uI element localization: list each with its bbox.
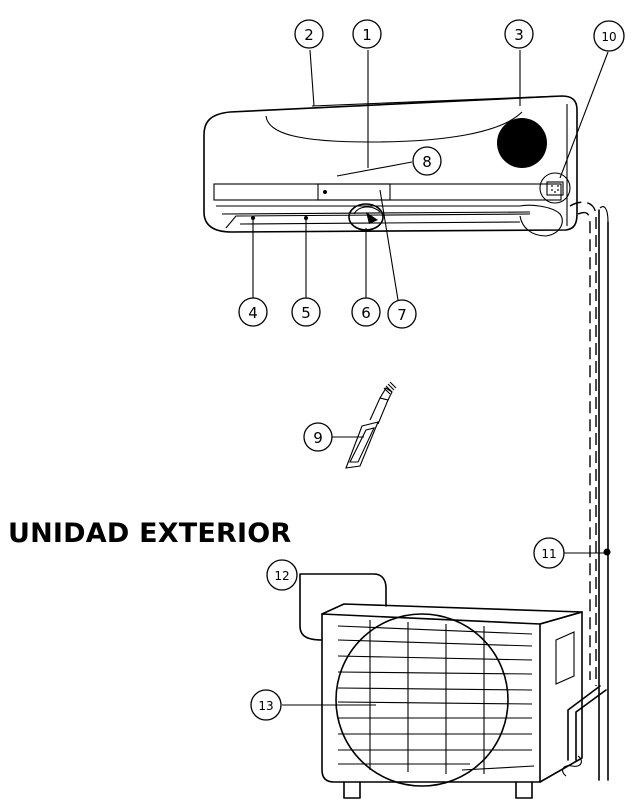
callout-12: 12 bbox=[266, 559, 298, 591]
outdoor-unit bbox=[299, 573, 583, 799]
callout-10-label: 10 bbox=[601, 30, 616, 44]
callout-3: 3 bbox=[504, 19, 534, 49]
callout-8: 8 bbox=[412, 146, 442, 176]
outdoor-unit-heading: UNIDAD EXTERIOR bbox=[8, 518, 292, 549]
callout-4-label: 4 bbox=[248, 304, 258, 322]
pipe bbox=[567, 201, 611, 781]
remote-control bbox=[345, 381, 397, 469]
callout-11-label: 11 bbox=[541, 547, 556, 561]
callout-4: 4 bbox=[238, 297, 268, 327]
callout-9: 9 bbox=[303, 422, 333, 452]
callout-8-label: 8 bbox=[422, 153, 432, 171]
callout-1-label: 1 bbox=[362, 26, 372, 44]
callout-13: 13 bbox=[250, 689, 282, 721]
callout-12-label: 12 bbox=[274, 569, 289, 583]
callout-5-label: 5 bbox=[301, 304, 311, 322]
callout-7-label: 7 bbox=[397, 306, 407, 324]
callout-7: 7 bbox=[387, 299, 417, 329]
callout-2: 2 bbox=[294, 19, 324, 49]
callout-6: 6 bbox=[351, 297, 381, 327]
callout-9-label: 9 bbox=[313, 429, 323, 447]
callout-6-label: 6 bbox=[361, 304, 371, 322]
callout-3-label: 3 bbox=[514, 26, 524, 44]
indoor-unit bbox=[203, 95, 578, 237]
callout-10: 10 bbox=[593, 20, 625, 52]
callout-2-label: 2 bbox=[304, 26, 314, 44]
callout-5: 5 bbox=[291, 297, 321, 327]
callout-1: 1 bbox=[352, 19, 382, 49]
callout-11: 11 bbox=[533, 537, 565, 569]
leader-lines bbox=[252, 49, 609, 706]
callout-13-label: 13 bbox=[258, 699, 273, 713]
